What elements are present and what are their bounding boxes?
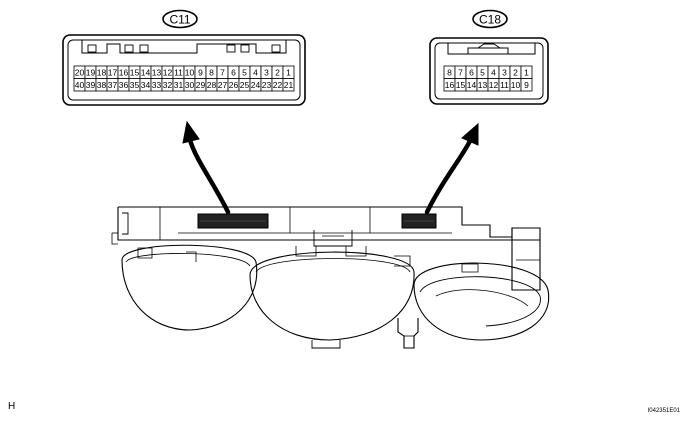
pin-number: 3 <box>502 67 507 77</box>
pin-number: 15 <box>130 67 140 77</box>
pin-number: 16 <box>119 67 129 77</box>
pin-number: 15 <box>456 80 466 90</box>
pin-number: 3 <box>264 67 269 77</box>
pin-number: 27 <box>218 80 228 90</box>
pin-number: 38 <box>97 80 107 90</box>
pin-number: 2 <box>275 67 280 77</box>
pin-number: 20 <box>75 67 85 77</box>
pin-number: 12 <box>489 80 499 90</box>
pin-number: 12 <box>163 67 173 77</box>
pin-cell <box>520 78 533 92</box>
pin-number: 39 <box>86 80 96 90</box>
pin-number: 8 <box>209 67 214 77</box>
pin-number: 40 <box>75 80 85 90</box>
pin-number: 9 <box>198 67 203 77</box>
connector-c11-label-badge: C11 <box>162 9 198 29</box>
connector-c11-label: C11 <box>169 13 190 27</box>
pin-number: 23 <box>262 80 272 90</box>
pin-number: 24 <box>251 80 261 90</box>
connector-c11-housing <box>62 34 306 106</box>
pin-number: 8 <box>447 67 452 77</box>
pin-number: 37 <box>108 80 118 90</box>
pin-number: 18 <box>97 67 107 77</box>
pin-number: 22 <box>273 80 283 90</box>
pin-number: 4 <box>253 67 258 77</box>
pin-number: 6 <box>231 67 236 77</box>
pin-number: 28 <box>207 80 217 90</box>
pin-number: 14 <box>141 67 151 77</box>
pin-number: 5 <box>242 67 247 77</box>
pin-number: 13 <box>478 80 488 90</box>
pin-number: 7 <box>220 67 225 77</box>
pin-number: 32 <box>163 80 173 90</box>
pin-number: 7 <box>458 67 463 77</box>
pin-number: 29 <box>196 80 206 90</box>
corner-letter: H <box>8 401 15 412</box>
arrow-to-c18 <box>424 122 479 215</box>
pin-number: 30 <box>185 80 195 90</box>
pin-number: 9 <box>524 80 529 90</box>
connector-c18-housing <box>429 37 549 105</box>
arrow-to-c11 <box>182 120 231 215</box>
pin-number: 17 <box>108 67 118 77</box>
pin-number: 31 <box>174 80 184 90</box>
pin-number: 14 <box>467 80 477 90</box>
pin-number: 4 <box>491 67 496 77</box>
pin-number: 35 <box>130 80 140 90</box>
pin-number: 19 <box>86 67 96 77</box>
pin-number: 21 <box>284 80 294 90</box>
pin-number: 10 <box>185 67 195 77</box>
pin-number: 33 <box>152 80 162 90</box>
pin-number: 5 <box>480 67 485 77</box>
pin-number: 1 <box>524 67 529 77</box>
pin-number: 10 <box>511 80 521 90</box>
pin-number: 34 <box>141 80 151 90</box>
pin-number: 1 <box>286 67 291 77</box>
pin-cell <box>282 78 295 92</box>
component-body <box>111 206 550 349</box>
pin-number: 2 <box>513 67 518 77</box>
figure-code: I042351E01 <box>648 408 681 414</box>
pin-number: 25 <box>240 80 250 90</box>
pin-number: 36 <box>119 80 129 90</box>
connector-c18-label-badge: C18 <box>472 9 508 29</box>
pin-number: 11 <box>500 80 509 90</box>
pin-number: 16 <box>445 80 455 90</box>
pin-number: 6 <box>469 67 474 77</box>
connector-c18-label: C18 <box>479 13 501 27</box>
pin-number: 26 <box>229 80 239 90</box>
pin-number: 13 <box>152 67 162 77</box>
pin-number: 11 <box>174 67 183 77</box>
